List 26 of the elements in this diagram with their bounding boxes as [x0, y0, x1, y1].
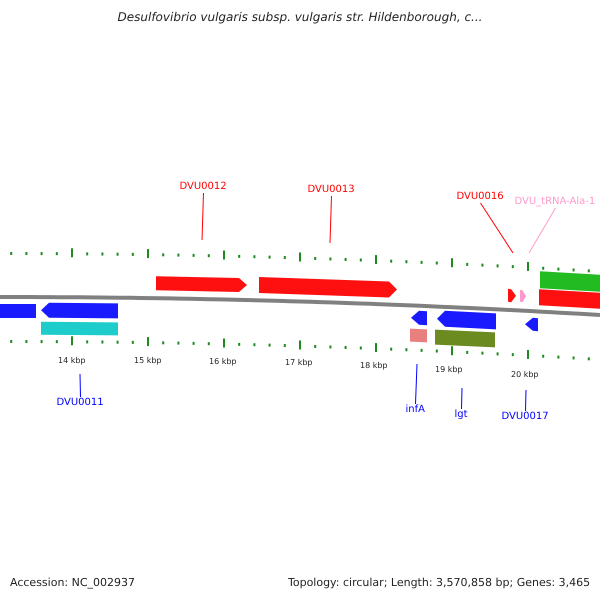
gene-label: DVU0013: [308, 184, 355, 196]
scale-label: 16 kbp: [209, 357, 237, 367]
leader-line: [480, 202, 514, 254]
gene-label: infA: [406, 404, 425, 416]
scale-label: 19 kbp: [435, 365, 463, 375]
scale-label: 20 kbp: [511, 370, 539, 380]
scale-label: 14 kbp: [58, 356, 86, 366]
leader-line: [525, 390, 526, 412]
gene-label: DVU0017: [502, 411, 549, 423]
gene-label: DVU_tRNA-Ala-1: [514, 196, 596, 208]
gene-label: DVU0012: [180, 181, 227, 193]
gene-label: DVU0016: [456, 191, 504, 203]
leader-line: [330, 196, 332, 244]
title: Desulfovibrio vulgaris subsp. vulgaris str. Hildenborough, c...: [116, 10, 484, 24]
leader-line: [80, 374, 81, 398]
scale-label: 17 kbp: [285, 358, 313, 368]
gene-label: DVU0011: [56, 397, 104, 409]
footer-text: Topology: circular; Length: 3,570,858 bp; Genes: 3,465: [288, 576, 590, 589]
scale-label: 15 kbp: [134, 356, 162, 366]
scale-label: 18 kbp: [360, 361, 388, 371]
leader-line: [528, 208, 556, 254]
gene-label: lgt: [454, 409, 468, 421]
leader-line: [202, 192, 204, 240]
footer-text: Accession: NC_002937: [10, 576, 136, 589]
leader-line: [461, 388, 462, 410]
leader-line: [415, 364, 418, 404]
